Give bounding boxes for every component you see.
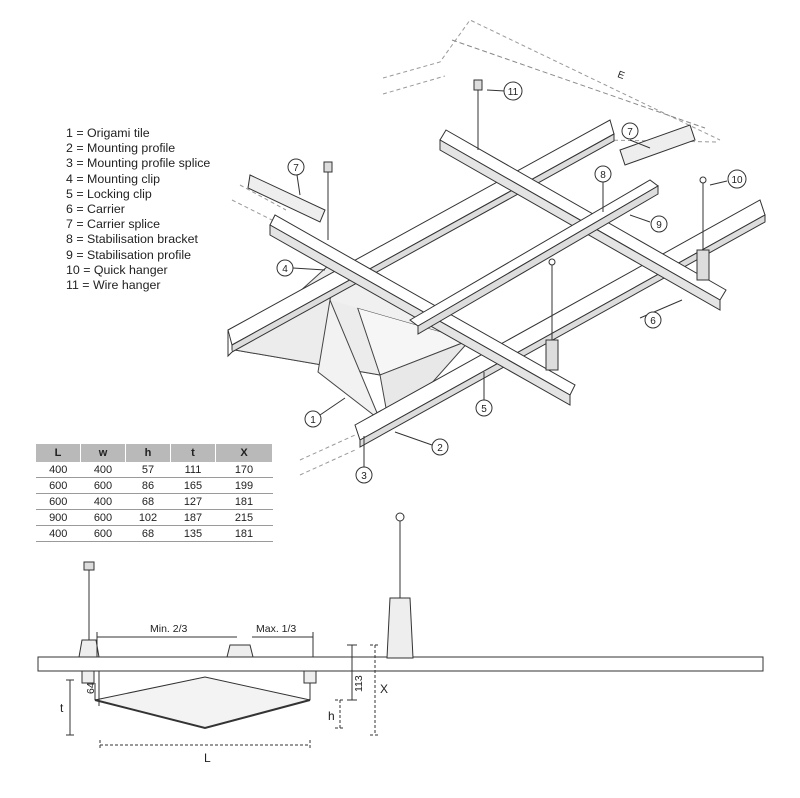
table-cell: 215 <box>215 509 273 526</box>
callout-7b-text: 7 <box>627 127 633 138</box>
callout-5 <box>475 399 493 417</box>
table-cell: 400 <box>80 493 126 510</box>
table-cell: 600 <box>80 509 126 526</box>
table-cell: 181 <box>215 525 273 542</box>
dim-64-label: 64 <box>85 682 97 694</box>
table-row: 400 400 57 111 170 <box>36 462 273 478</box>
legend-item: 3 = Mounting profile splice <box>66 156 211 171</box>
table-cell: 102 <box>125 509 171 526</box>
table-cell: 400 <box>80 462 126 478</box>
section-drawing <box>37 512 764 750</box>
dimension-e-line <box>451 39 706 129</box>
dim-113-label: 113 <box>353 675 365 692</box>
callout-10 <box>727 169 747 189</box>
section-tile <box>94 676 311 729</box>
max-one-third-label: Max. 1/3 <box>256 623 296 635</box>
table-row: 400 600 68 135 181 <box>36 525 273 542</box>
table-cell: 86 <box>125 477 171 494</box>
min-two-thirds-label: Min. 2/3 <box>150 623 188 635</box>
table-cell: 600 <box>36 477 81 494</box>
callout-11 <box>503 81 523 101</box>
column-header: h <box>125 444 171 462</box>
legend-item: 1 = Origami tile <box>66 126 150 140</box>
table-cell: 600 <box>36 493 81 510</box>
table-cell: 68 <box>125 493 171 510</box>
legend-item: 4 = Mounting clip <box>66 171 161 186</box>
table-row: 900 600 102 187 215 <box>36 509 273 526</box>
dim-t-label: t <box>60 701 64 715</box>
legend-item: 6 = Carrier <box>66 202 125 217</box>
callout-8 <box>594 165 612 183</box>
column-header: t <box>170 444 216 462</box>
carrier-splice-left <box>247 174 326 223</box>
table-cell: 111 <box>170 462 216 478</box>
legend-item: 11 = Wire hanger <box>66 278 161 293</box>
callout-6-text: 6 <box>650 316 656 327</box>
table-cell: 127 <box>170 493 216 510</box>
column-header: w <box>80 444 126 462</box>
table-cell: 57 <box>125 462 171 478</box>
callout-5-text: 5 <box>481 404 487 415</box>
table-cell: 68 <box>125 525 171 542</box>
table-cell: 135 <box>170 525 216 542</box>
callout-10-text: 10 <box>731 175 743 186</box>
table-cell: 170 <box>215 462 273 478</box>
callout-7b <box>621 122 639 140</box>
table-cell: 600 <box>80 477 126 494</box>
table-cell: 900 <box>36 509 81 526</box>
dim-h-label: h <box>328 709 335 723</box>
table-header-row: L w h t X <box>36 444 273 462</box>
table-row: 600 600 86 165 199 <box>36 477 273 494</box>
callout-3 <box>355 466 373 484</box>
table-cell: 199 <box>215 477 273 494</box>
dim-x-label: X <box>380 682 388 696</box>
callout-1 <box>304 410 322 428</box>
legend-item: 5 = Locking clip <box>66 186 152 201</box>
legend-item: 10 = Quick hanger <box>66 262 168 277</box>
wire-hanger-top <box>473 79 483 150</box>
dim-l-label: L <box>204 751 211 765</box>
table-cell: 187 <box>170 509 216 526</box>
stabilisation-profile <box>409 179 659 335</box>
column-header: L <box>36 444 81 462</box>
table-cell: 400 <box>36 525 81 542</box>
wire-hanger-left <box>323 161 333 240</box>
legend-item: 2 = Mounting profile <box>66 141 176 156</box>
dimension-e-label: E <box>616 69 626 82</box>
column-header: X <box>215 444 273 462</box>
callout-2-text: 2 <box>437 443 443 454</box>
table-cell: 181 <box>215 493 273 510</box>
callout-6 <box>644 311 662 329</box>
callout-4 <box>276 259 294 277</box>
legend-item: 9 = Stabilisation profile <box>66 247 192 262</box>
callout-8-text: 8 <box>600 170 606 181</box>
callout-7a <box>287 158 305 176</box>
quick-hanger-right <box>696 176 710 281</box>
callout-4-text: 4 <box>282 264 288 275</box>
table-row: 600 400 68 127 181 <box>36 493 273 510</box>
callout-9 <box>650 215 668 233</box>
legend-item: 8 = Stabilisation bracket <box>66 232 198 247</box>
callout-2 <box>431 438 449 456</box>
legend-item: 7 = Carrier splice <box>66 217 160 232</box>
table-cell: 600 <box>80 525 126 542</box>
quick-hanger-center <box>545 258 559 371</box>
carrier-splice-right <box>619 124 696 166</box>
callouts <box>276 81 747 484</box>
callout-11-text: 11 <box>508 87 519 98</box>
table-cell: 165 <box>170 477 216 494</box>
component-legend: 1 = Origami tile 2 = Mounting profile 3 … <box>66 126 210 293</box>
callout-3-text: 3 <box>361 471 367 482</box>
section-carrier <box>37 656 764 672</box>
callout-9-text: 9 <box>656 220 662 231</box>
table-cell: 400 <box>36 462 81 478</box>
callout-7a-text: 7 <box>293 163 299 174</box>
callout-1-text: 1 <box>310 415 316 426</box>
dimensions-table: L w h t X 400 400 57 111 170 600 600 86 … <box>36 444 273 542</box>
